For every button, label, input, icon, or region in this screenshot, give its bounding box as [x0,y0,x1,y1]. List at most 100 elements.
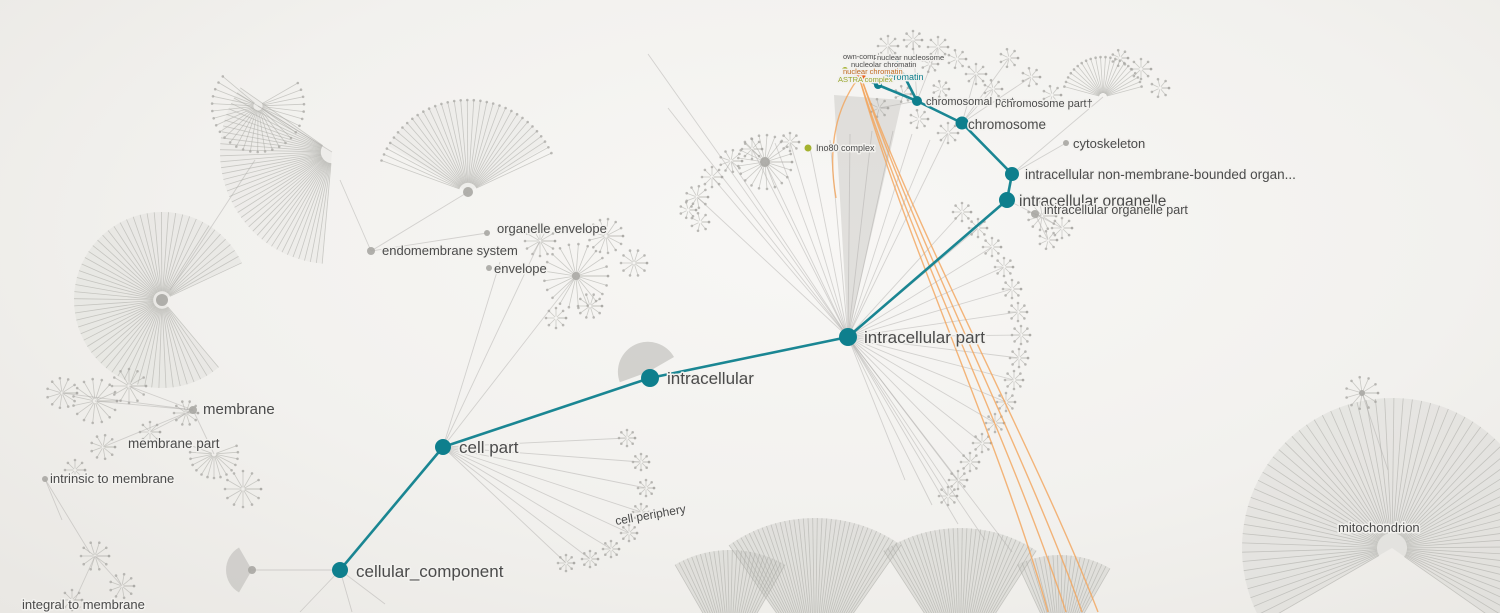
graph-edge [667,107,849,338]
graph-edge [912,39,918,102]
graph-edge [442,446,630,534]
cluster-burst [72,377,119,425]
cluster-burst [1050,216,1074,240]
highlight-edge-path [861,79,1083,613]
cluster-burst [690,211,711,233]
cluster-node[interactable] [367,247,375,255]
cluster-node[interactable] [42,476,48,482]
label-mitochondrion: mitochondrion [1338,520,1420,535]
cluster-node[interactable] [156,294,168,306]
cluster-burst [993,256,1015,278]
graph-edge [847,334,1022,338]
cluster-node[interactable] [486,265,492,271]
cluster-burst [617,428,637,448]
selected-path-edge [896,63,919,102]
graph-node-cellular-component[interactable] [332,562,348,578]
graph-edge [442,446,647,489]
label-cellular-component: cellular_component [356,562,504,581]
graph-edge [192,409,215,455]
cluster-burst [964,62,988,86]
cluster-wedge [226,547,252,593]
cluster-burst [1008,347,1030,369]
graph-node-intracellular[interactable] [641,369,659,387]
cluster-burst [109,572,136,600]
cluster-node[interactable] [1063,140,1069,146]
cluster-burst [588,217,625,255]
graph-edge [149,409,194,433]
cluster-node[interactable] [1031,210,1039,218]
graph-node-cell-part[interactable] [435,439,451,455]
graph-edge [961,76,1032,124]
highlight-edge-path [831,79,858,199]
label-cell-part: cell part [459,438,519,457]
match-node[interactable] [804,144,812,152]
cluster-burst [1007,301,1029,323]
label-envelope: envelope [494,261,547,276]
label-intracellular-non-membrane-bounded-organ: intracellular non-membrane-bounded organ… [1025,167,1296,182]
graph-node-chromosomal-part[interactable] [912,96,922,106]
graph-edge [961,88,994,124]
graph-edge [94,555,123,587]
graph-edge [647,53,849,338]
cluster-node[interactable] [760,157,770,167]
graph-edge [442,446,642,463]
selected-path-edge [847,199,1008,338]
graph-node-nucleosome-node[interactable] [895,61,901,67]
graph-edge [442,275,577,448]
cluster-burst [685,184,710,210]
cluster-burst [679,200,698,220]
cluster-burst [90,433,117,461]
cluster-wedge [1017,555,1110,613]
cluster-burst [674,549,786,613]
graph-edge [44,478,63,521]
cluster-burst [959,451,981,473]
cluster-burst [188,444,240,480]
label-chromosomal-part: chromosomal part [926,96,1014,108]
cluster-node[interactable] [572,272,580,280]
cluster-node[interactable] [189,406,197,414]
graph-edge [847,336,959,481]
graph-node-intracellular-organelle[interactable] [999,192,1015,208]
graph-edge [1034,213,1063,229]
labels-layer: cellular_component cell part intracellular… [21,51,1422,613]
graph-node-intracellular-part[interactable] [839,328,857,346]
graph-edge [696,196,849,338]
graph-node-chromatin[interactable] [874,81,882,89]
graph-edge [847,336,933,506]
match-node[interactable] [842,67,848,73]
cluster-burst [909,108,930,130]
cluster-burst [1042,84,1063,106]
graph-edge [257,105,333,153]
highlighted-node[interactable] [854,70,866,82]
graph-edge [847,211,963,338]
cluster-burst [172,400,200,426]
cluster-burst [728,517,902,613]
cluster-burst [1010,324,1032,346]
cluster-node[interactable] [1359,390,1365,396]
cluster-node[interactable] [484,230,490,236]
cluster-burst [971,432,993,454]
label-cytoskeleton: cytoskeleton [1073,136,1145,151]
graph-edge [847,132,949,338]
graph-edge [847,336,959,525]
cluster-node[interactable] [463,187,473,197]
clusters-layer [46,29,1500,613]
graph-edge [61,392,194,411]
label-nucleolar-chromatin: nucleolar chromatin [851,60,916,69]
cluster-burst [79,541,111,571]
graph-edge [847,336,1013,553]
graph-edge [916,46,939,102]
graph-node-intracellular-non-membrane-bounded-organ[interactable] [1005,167,1019,181]
cluster-burst [223,469,263,509]
cluster-node[interactable] [248,566,256,574]
graph-edge [442,240,541,448]
nodes-layer [332,61,1019,578]
graph-edge [764,161,849,338]
graph-node-chromosome[interactable] [955,116,969,130]
cluster-burst [619,249,649,277]
graph-edge [299,569,341,613]
cluster-wedge [675,549,785,613]
label-intracellular-organelle: intracellular organelle [1019,193,1166,210]
